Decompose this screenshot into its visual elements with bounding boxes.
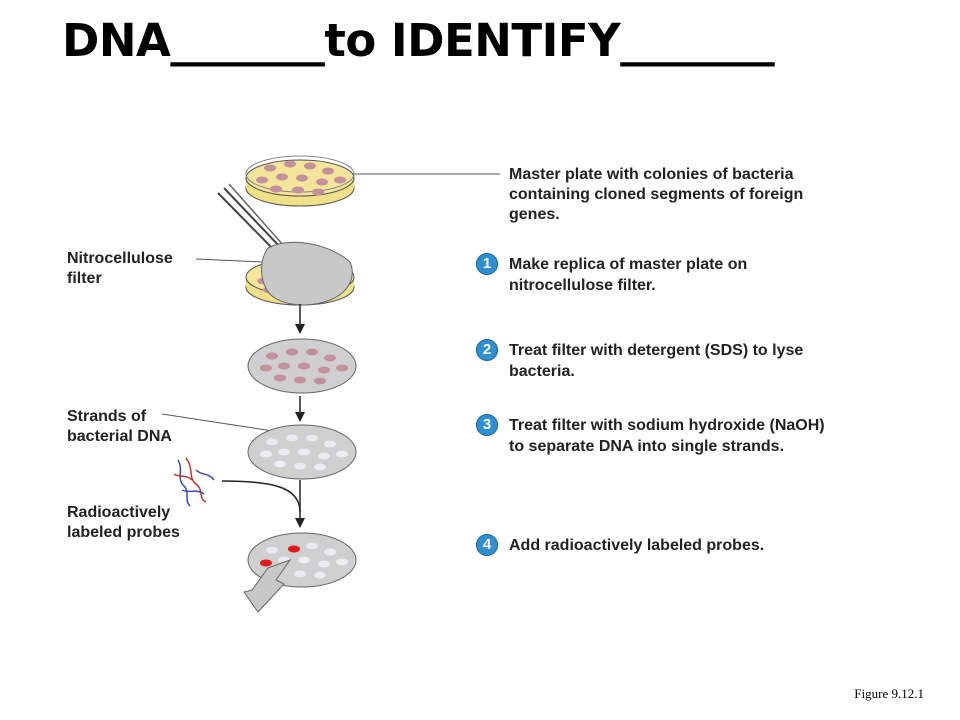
nitrocellulose-filter-shape <box>261 241 353 306</box>
step-2-badge: 2 <box>476 339 498 361</box>
filter-dna-dish <box>247 424 357 480</box>
step-4-text: Add radioactively labeled probes. <box>509 537 765 554</box>
probe-hit-spots <box>260 545 300 567</box>
master-plate-label: Master plate with colonies of bacteria c… <box>509 166 804 223</box>
master-plate-colonies <box>256 160 346 196</box>
step-2-text: Treat filter with detergent (SDS) to lys… <box>509 342 804 380</box>
figure-caption: Figure 9.12.1 <box>854 686 924 701</box>
arrow-3-head <box>295 518 305 528</box>
nitrocellulose-filter-label: Nitrocellulose filter <box>67 250 173 287</box>
probes-icon <box>173 457 215 507</box>
step-4-badge: 4 <box>476 534 498 556</box>
forceps-icon <box>217 183 285 253</box>
page-title: DNA_______to IDENTIFY_______ <box>62 14 775 67</box>
arrow-2-head <box>295 412 305 422</box>
step-3-badge: 3 <box>476 414 498 436</box>
radioactive-probes-label: Radioactively labeled probes <box>67 504 180 541</box>
continue-arrow <box>243 558 292 613</box>
master-plate-dish <box>245 155 355 207</box>
probe-arrow <box>221 480 301 513</box>
bacterial-dna-label: Strands of bacterial DNA <box>67 408 172 445</box>
step-1-badge: 1 <box>476 253 498 275</box>
step-1-text: Make replica of master plate on nitrocel… <box>509 256 748 294</box>
filter-lysed-dish <box>247 338 357 394</box>
leader-nitrocellulose <box>195 258 263 263</box>
arrow-1-head <box>295 324 305 334</box>
step-3-text: Treat filter with sodium hydroxide (NaOH… <box>509 417 825 455</box>
